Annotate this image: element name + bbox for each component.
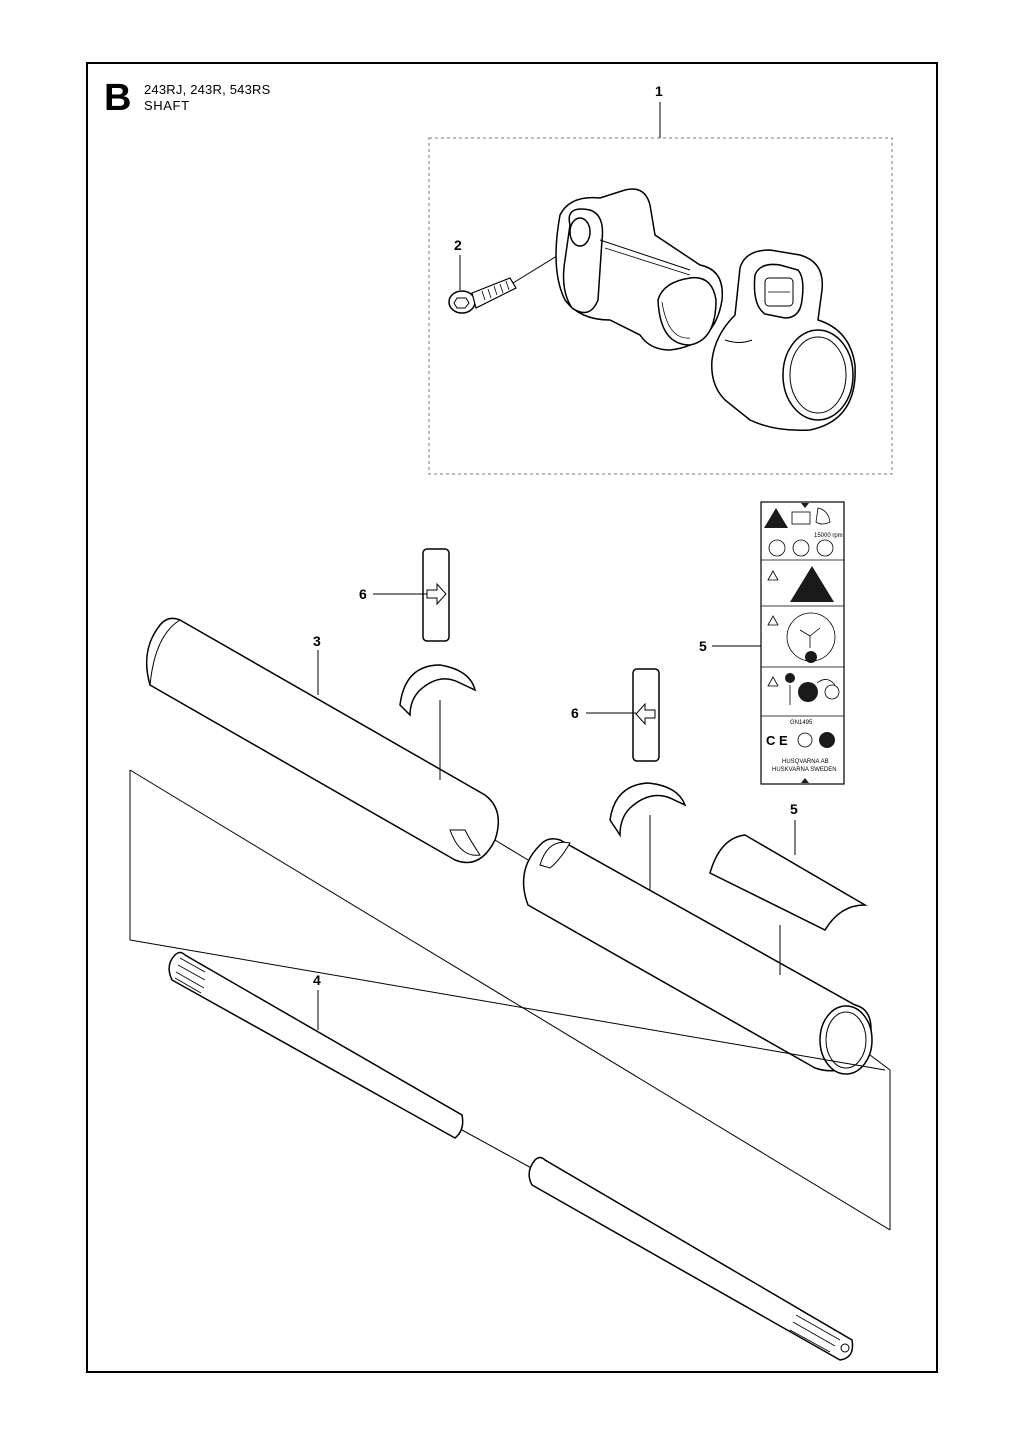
callout-6b: 6 <box>571 705 579 721</box>
bracket-right-half <box>711 249 856 432</box>
decal-maker-line1: HUSQVARNA AB <box>782 759 829 765</box>
callout-2: 2 <box>454 237 462 253</box>
callout-3: 3 <box>313 633 321 649</box>
section-letter: B <box>104 77 132 119</box>
callout-5a: 5 <box>699 638 707 654</box>
section-title: SHAFT <box>144 98 190 113</box>
upper-shaft-tube <box>145 617 500 864</box>
tube-decal <box>709 820 868 931</box>
clamp-shell-2 <box>609 782 687 900</box>
clamp-shell-1 <box>399 664 477 780</box>
arrow-decal-right <box>373 548 450 642</box>
decal-code: GN1495 <box>790 720 813 726</box>
warning-decal: 15000 rpm GN1495 C E HUSQVARNA AB HUSKVA… <box>712 501 845 785</box>
decal-rpm: 15000 rpm <box>814 533 843 539</box>
arrow-decal-left <box>586 668 660 762</box>
bracket-left-half <box>555 188 724 351</box>
lower-shaft-tube <box>522 838 873 1075</box>
decal-maker-line2: HUSKVARNA SWEDEN <box>772 767 837 773</box>
decal-ce-mark: C E <box>766 733 788 748</box>
drive-shaft <box>168 951 854 1361</box>
page-frame <box>86 62 938 1373</box>
callout-1: 1 <box>655 83 663 99</box>
assembly-axis-lines <box>129 769 891 1231</box>
model-list: 243RJ, 243R, 543RS <box>144 82 271 97</box>
assembly-box <box>428 137 893 475</box>
callout-4: 4 <box>313 972 321 988</box>
callout-5b: 5 <box>790 801 798 817</box>
callout-6a: 6 <box>359 586 367 602</box>
